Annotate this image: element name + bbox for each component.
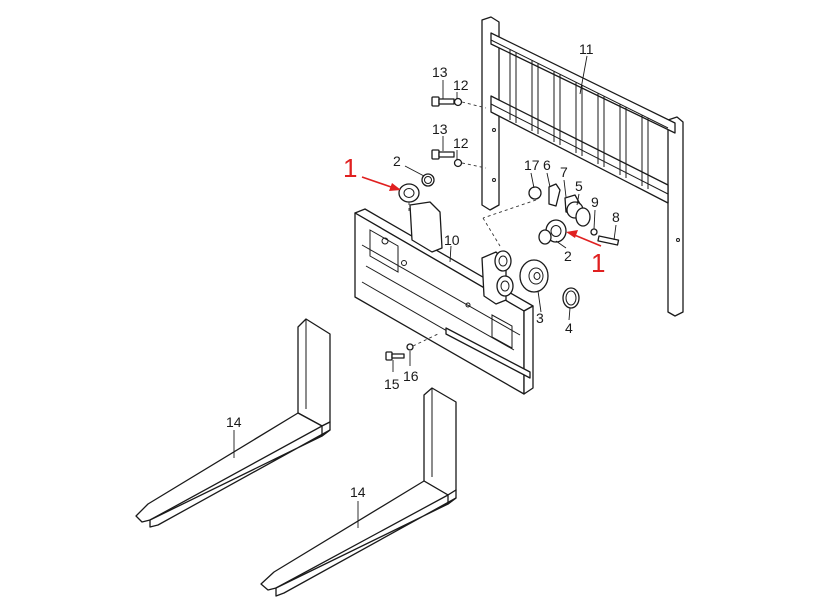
side-roller-left-part xyxy=(398,173,435,214)
side-roller-right-assembly xyxy=(482,183,620,247)
label-15: 15 xyxy=(384,376,400,392)
label-12-upper: 12 xyxy=(453,77,469,93)
load-backrest-part xyxy=(481,16,684,317)
label-9: 9 xyxy=(591,194,599,210)
label-11: 11 xyxy=(579,41,594,57)
callout-number-right: 1 xyxy=(591,248,605,278)
bolt-lower-part xyxy=(431,149,487,169)
label-13-upper: 13 xyxy=(432,64,448,80)
part-number-labels: 13 12 13 12 11 2 17 6 7 5 9 8 10 2 3 4 1… xyxy=(226,41,620,500)
leader-lines xyxy=(233,55,617,528)
callout-arrow-right xyxy=(566,230,602,247)
callout-number-left: 1 xyxy=(343,153,357,183)
label-2-left: 2 xyxy=(393,153,401,169)
label-14-right: 14 xyxy=(350,484,366,500)
label-8: 8 xyxy=(612,209,620,225)
label-4: 4 xyxy=(565,320,573,336)
label-5: 5 xyxy=(575,178,583,194)
load-roller-part xyxy=(519,259,549,293)
label-14-left: 14 xyxy=(226,414,242,430)
bolt-upper-part xyxy=(431,96,487,109)
callout-arrow-left xyxy=(361,176,401,191)
label-2-right: 2 xyxy=(564,248,572,264)
label-3: 3 xyxy=(536,310,544,326)
label-13-lower: 13 xyxy=(432,121,448,137)
label-6: 6 xyxy=(543,157,551,173)
label-17: 17 xyxy=(524,157,540,173)
label-10: 10 xyxy=(444,232,460,248)
fork-left-part xyxy=(135,318,331,528)
fork-right-part xyxy=(260,387,457,597)
carriage-bolt-part xyxy=(385,332,441,361)
label-16: 16 xyxy=(403,368,419,384)
label-12-lower: 12 xyxy=(453,135,469,151)
carriage-rollers-part xyxy=(494,250,514,297)
label-7: 7 xyxy=(560,164,568,180)
snap-ring-part xyxy=(562,287,580,309)
fork-carriage-part xyxy=(354,201,534,395)
